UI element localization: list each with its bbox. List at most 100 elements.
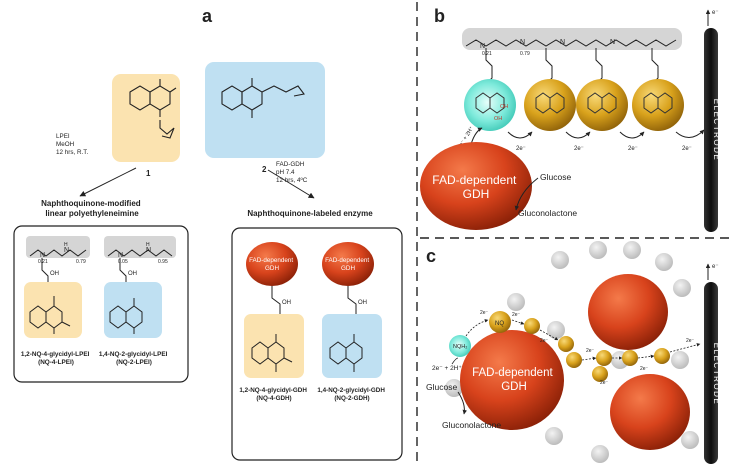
nq-label-c: NQ xyxy=(495,321,504,327)
label-nq4-lpei: 1,2-NQ-4-glycidyl-LPEI (NQ-4-LPEI) xyxy=(21,351,91,366)
e-label-c1: 2e⁻ xyxy=(480,310,489,316)
e-label-b2: 2e⁻ xyxy=(574,146,584,152)
panel-b-atom-n-1: N xyxy=(480,43,485,50)
atom-n-2: N xyxy=(118,252,123,259)
hop-arrow-3 xyxy=(619,131,645,139)
panel-b-ratio-b: 0.79 xyxy=(520,51,530,57)
glucose-arrow-c xyxy=(457,391,467,415)
panel-b-atom-n-4: N xyxy=(610,39,615,46)
e-label-c6: 2e⁻ xyxy=(640,366,649,372)
heading-right: Naphthoquinone-labeled enzyme xyxy=(247,209,373,218)
conditions-right: FAD-GDH pH 7.4 12 hrs, 4ºC xyxy=(276,161,308,184)
hydroxyl-4: OH xyxy=(358,300,367,306)
compound-2-number: 2 xyxy=(262,165,267,174)
oh-2: OH xyxy=(494,116,502,122)
panel-b-polymer-chain xyxy=(465,39,677,47)
compound-2-highlight xyxy=(205,62,325,158)
enzyme-small-2 xyxy=(322,242,374,286)
product-nq2-gdh: FAD-dependent GDH OH 1,4-NQ-2-glycidyl-G… xyxy=(317,242,386,402)
label-nq2-lpei: 1,4-NQ-2-glycidyl-LPEI (NQ-2-LPEI) xyxy=(99,351,169,366)
atom-n-1: N xyxy=(40,252,45,259)
atom-h-2: H xyxy=(146,242,150,248)
nq-ring-3 xyxy=(643,92,673,114)
electrode-c xyxy=(704,282,718,464)
e-label-b4: 2e⁻ xyxy=(682,146,692,152)
atom-nh-1: N xyxy=(64,247,69,254)
e-label-c4: 2e⁻ xyxy=(586,348,595,354)
gluconolactone-b: Gluconolactone xyxy=(518,208,577,218)
enzyme-small-2-label: FAD-dependent GDH xyxy=(325,257,371,272)
enzyme-c-top xyxy=(588,274,668,350)
nq2-highlight xyxy=(104,282,162,338)
hydroxyl-3: OH xyxy=(282,300,291,306)
label-nq4-gdh: 1,2-NQ-4-glycidyl-GDH (NQ-4-GDH) xyxy=(239,387,308,402)
enzyme-c-bottom xyxy=(610,374,690,450)
hydroxyl-1: OH xyxy=(50,271,59,277)
polymer-band-nq2 xyxy=(104,236,176,258)
nq-ring-2 xyxy=(587,92,617,114)
compound-1-number: 1 xyxy=(146,169,151,178)
label-nq2-gdh: 1,4-NQ-2-glycidyl-GDH (NQ-2-GDH) xyxy=(317,387,386,402)
nq4-gdh-highlight xyxy=(244,314,304,378)
enzyme-large-b xyxy=(420,142,532,230)
e-label-c5: 2e⁻ xyxy=(600,380,609,386)
glucose-arrow-b xyxy=(514,177,539,211)
electrode-c-e: e⁻ xyxy=(712,264,719,270)
panel-label-c: c xyxy=(426,246,436,266)
enzyme-small-1 xyxy=(246,242,298,286)
compound-1: 1 xyxy=(112,74,180,178)
nq-ring-1 xyxy=(535,92,565,114)
hop-arrow-1 xyxy=(507,131,533,139)
nq2-gdh-highlight xyxy=(322,314,382,378)
conditions-left: LPEI MeOH 12 hrs, R.T. xyxy=(56,133,88,156)
glucose-b: Glucose xyxy=(540,172,571,182)
nq4-highlight xyxy=(24,282,82,338)
e-label-c2: 2e⁻ xyxy=(512,312,521,318)
reaction-arrow-right xyxy=(267,169,315,199)
products-box-left xyxy=(13,225,189,383)
oh-1: OH xyxy=(500,104,508,110)
proton-arrow-c xyxy=(451,357,459,365)
nqh2-sphere xyxy=(449,335,471,357)
product-nq4-gdh: FAD-dependent GDH OH 1,2-NQ-4-glycidyl-G… xyxy=(239,242,308,402)
panel-b-polymer-band xyxy=(462,28,682,50)
enzyme-c-label: FAD-dependent GDH xyxy=(472,367,556,393)
electrode-b-e: e⁻ xyxy=(712,10,719,16)
product-nq4-lpei: N N H 0.21 0.79 OH 1,2-NQ-4-glycidyl-LPE… xyxy=(21,236,91,366)
hop-arrow-2 xyxy=(565,131,591,139)
atom-h-1: H xyxy=(64,242,68,248)
panel-b-ratio-a: 0.21 xyxy=(482,51,492,57)
glucose-c: Glucose xyxy=(426,382,457,392)
reaction-arrow-left xyxy=(79,167,137,197)
panel-b-atom-n-2: N xyxy=(520,39,525,46)
products-box-right xyxy=(231,227,403,461)
nq-ring-reduced xyxy=(475,92,505,114)
product-nq2-lpei: N N H 0.05 0.95 OH 1,4-NQ-2-glycidyl-LPE… xyxy=(99,236,176,366)
atom-nh-2: N xyxy=(146,247,151,254)
enzyme-large-b-label: FAD-dependent GDH xyxy=(432,173,519,201)
electrode-b-label: ELECTRODE xyxy=(712,99,721,161)
e-label-b3: 2e⁻ xyxy=(628,146,638,152)
electron-arrows-c xyxy=(465,319,701,361)
e-label-b1: 2e⁻ xyxy=(516,146,526,152)
proton-eq-c: 2e⁻ + 2H⁺ xyxy=(432,365,462,372)
gluconolactone-c: Gluconolactone xyxy=(442,420,501,430)
e-label-c3: 2e⁻ xyxy=(540,338,549,344)
ratio-nq4-b: 0.79 xyxy=(76,259,86,265)
hydroxyl-2: OH xyxy=(128,271,137,277)
nqh2-label: NQH₂ xyxy=(453,344,467,350)
nq-sphere-c-main xyxy=(489,311,511,333)
electrode-b xyxy=(704,28,718,232)
ratio-nq4-a: 0.21 xyxy=(38,259,48,265)
panel-label-a: a xyxy=(202,6,213,26)
enzyme-small-1-label: FAD-dependent GDH xyxy=(249,257,295,272)
electrode-c-label: ELECTRODE xyxy=(712,343,721,405)
e-label-c7: 2e⁻ xyxy=(686,338,695,344)
heading-left: Naphthoquinone-modified linear polyethyl… xyxy=(41,199,143,218)
compound-1-highlight xyxy=(112,74,180,162)
hop-arrow-4 xyxy=(675,129,705,138)
grey-spheres xyxy=(445,241,699,463)
panel-b-atom-n-3: N xyxy=(560,39,565,46)
compound-2: 2 xyxy=(205,62,325,174)
